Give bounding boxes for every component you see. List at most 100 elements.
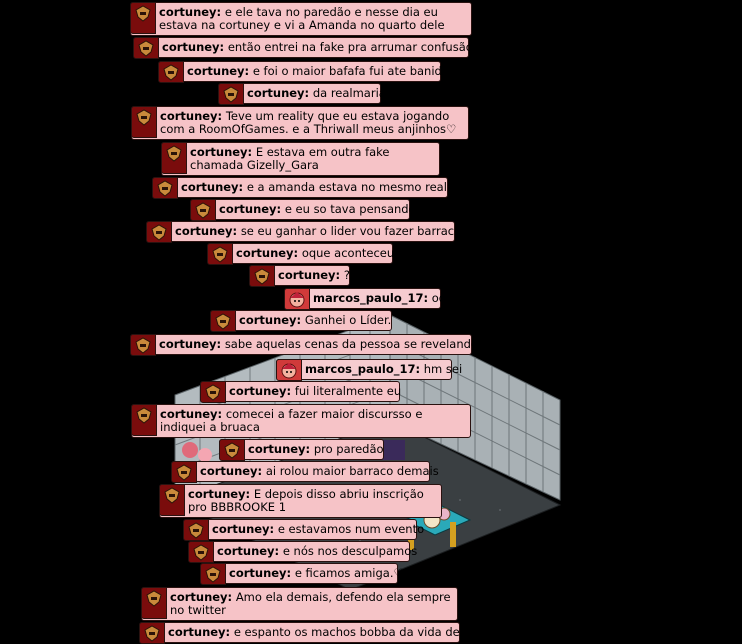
chat-message: comecei a fazer maior discursso e indiqu… xyxy=(160,407,423,434)
avatar xyxy=(161,142,187,174)
avatar xyxy=(249,265,275,287)
chat-username: cortuney: xyxy=(219,202,282,216)
chat-message: e foi o maior bafafa fui ate banida xyxy=(252,64,449,78)
chat-username: cortuney: xyxy=(239,313,302,327)
chat-bubble[interactable]: cortuney: Ganhei o Líder. xyxy=(210,310,392,332)
chat-bubble[interactable]: cortuney: Teve um reality que eu estava … xyxy=(131,106,469,140)
chat-username: cortuney: xyxy=(229,566,292,580)
chat-bubble[interactable]: cortuney: fui literalmente eu xyxy=(200,381,402,403)
avatar xyxy=(159,484,185,516)
avatar xyxy=(284,288,310,310)
chat-bubble[interactable]: marcos_paulo_17: oq? xyxy=(284,288,452,310)
chat-username: cortuney: xyxy=(187,64,250,78)
avatar xyxy=(152,177,178,199)
chat-message: Amo ela demais, defendo ela sempre no tw… xyxy=(170,590,451,617)
chat-bubble[interactable]: cortuney: comecei a fazer maior discurss… xyxy=(131,404,471,438)
chat-message: hm sei xyxy=(423,362,463,376)
avatar xyxy=(130,2,156,34)
avatar xyxy=(158,61,184,83)
chat-message: pro paredão xyxy=(313,442,384,456)
avatar xyxy=(188,541,214,563)
chat-bubble[interactable]: cortuney: Amo ela demais, defendo ela se… xyxy=(141,587,458,621)
chat-bubble[interactable]: cortuney: e a amanda estava no mesmo rea… xyxy=(152,177,461,199)
chat-username: cortuney: xyxy=(159,5,222,19)
avatar xyxy=(210,310,236,332)
chat-message: e eu so tava pensando xyxy=(284,202,416,216)
chat-username: marcos_paulo_17: xyxy=(305,362,421,376)
chat-username: cortuney: xyxy=(248,442,311,456)
chat-message: e ele tava no paredão e nesse dia eu est… xyxy=(159,5,445,32)
chat-bubble[interactable]: cortuney: E estava em outra fake chamada… xyxy=(161,142,440,176)
chat-bubble[interactable]: cortuney: e espanto os machos bobba da v… xyxy=(139,622,470,644)
chat-message: oque aconteceu xyxy=(301,246,395,260)
chat-bubble[interactable]: cortuney: sabe aquelas cenas da pessoa s… xyxy=(130,334,484,356)
chat-bubble[interactable]: cortuney: e ele tava no paredão e nesse … xyxy=(130,2,472,36)
avatar xyxy=(131,404,157,436)
chat-message: então entrei na fake pra arrumar confusã… xyxy=(227,40,473,54)
chat-bubble[interactable]: cortuney: e nós nos desculpamos xyxy=(188,541,417,563)
chat-message: E estava em outra fake chamada Gizelly_G… xyxy=(190,145,390,172)
chat-message: da realmaria xyxy=(312,86,386,100)
chat-bubble[interactable]: cortuney: da realmaria xyxy=(218,83,386,105)
chat-username: cortuney: xyxy=(175,224,238,238)
chat-bubble[interactable]: cortuney: E depois disso abriu inscrição… xyxy=(159,484,442,518)
chat-username: cortuney: xyxy=(162,40,225,54)
avatar xyxy=(146,221,172,243)
chat-username: marcos_paulo_17: xyxy=(313,291,429,305)
chat-bubble[interactable]: marcos_paulo_17: hm sei xyxy=(276,359,462,381)
chat-message: ai rolou maior barraco demais xyxy=(265,464,439,478)
chat-bubble[interactable]: cortuney: e estavamos num evento xyxy=(183,519,424,541)
chat-message: E depois disso abriu inscrição pro BBBRO… xyxy=(188,487,424,514)
chat-bubble[interactable]: cortuney: e ficamos amiga.♡ xyxy=(200,563,404,585)
avatar xyxy=(200,381,226,403)
avatar xyxy=(141,587,167,619)
chat-username: cortuney: xyxy=(212,522,275,536)
avatar xyxy=(133,37,159,59)
avatar xyxy=(200,563,226,585)
chat-message: Teve um reality que eu estava jogando co… xyxy=(160,109,457,136)
chat-bubble[interactable]: cortuney: ai rolou maior barraco demais xyxy=(171,461,439,483)
chat-message: ? xyxy=(343,268,350,282)
chat-message: Ganhei o Líder. xyxy=(304,313,392,327)
chat-message: e nós nos desculpamos xyxy=(282,544,418,558)
chat-message: oq? xyxy=(431,291,453,305)
chat-username: cortuney: xyxy=(247,86,310,100)
chat-username: cortuney: xyxy=(160,109,223,123)
chat-username: cortuney: xyxy=(168,625,231,639)
avatar xyxy=(130,334,156,356)
chat-username: cortuney: xyxy=(200,464,263,478)
chat-message: se eu ganhar o lider vou fazer barraco xyxy=(240,224,462,238)
chat-username: cortuney: xyxy=(217,544,280,558)
avatar xyxy=(190,199,216,221)
avatar xyxy=(207,243,233,265)
chat-username: cortuney: xyxy=(278,268,341,282)
chat-bubble[interactable]: cortuney: então entrei na fake pra arrum… xyxy=(133,37,473,59)
chat-username: cortuney: xyxy=(170,590,233,604)
chat-message: e estavamos num evento xyxy=(277,522,425,536)
chat-bubble[interactable]: cortuney: e foi o maior bafafa fui ate b… xyxy=(158,61,449,83)
chat-bubble[interactable]: cortuney: e eu so tava pensando xyxy=(190,199,416,221)
avatar xyxy=(139,622,165,644)
avatar xyxy=(219,439,245,461)
chat-username: cortuney: xyxy=(229,384,292,398)
avatar xyxy=(276,359,302,381)
chat-username: cortuney: xyxy=(181,180,244,194)
chat-username: cortuney: xyxy=(159,337,222,351)
avatar xyxy=(183,519,209,541)
chat-username: cortuney: xyxy=(188,487,251,501)
chat-message: sabe aquelas cenas da pessoa se reveland… xyxy=(224,337,485,351)
chat-bubble[interactable]: cortuney: pro paredão xyxy=(219,439,384,461)
chat-message: e ficamos amiga.♡ xyxy=(294,566,404,580)
chat-message: fui literalmente eu xyxy=(294,384,402,398)
chat-username: cortuney: xyxy=(190,145,253,159)
chat-username: cortuney: xyxy=(160,407,223,421)
chat-message: e espanto os machos bobba da vida dela xyxy=(233,625,470,639)
avatar xyxy=(171,461,197,483)
chat-message: e a amanda estava no mesmo reality xyxy=(246,180,462,194)
avatar xyxy=(131,106,157,138)
avatar xyxy=(218,83,244,105)
chat-username: cortuney: xyxy=(236,246,299,260)
chat-bubble[interactable]: cortuney: ? xyxy=(249,265,350,287)
chat-bubble[interactable]: cortuney: se eu ganhar o lider vou fazer… xyxy=(146,221,461,243)
chat-bubble[interactable]: cortuney: oque aconteceu xyxy=(207,243,395,265)
